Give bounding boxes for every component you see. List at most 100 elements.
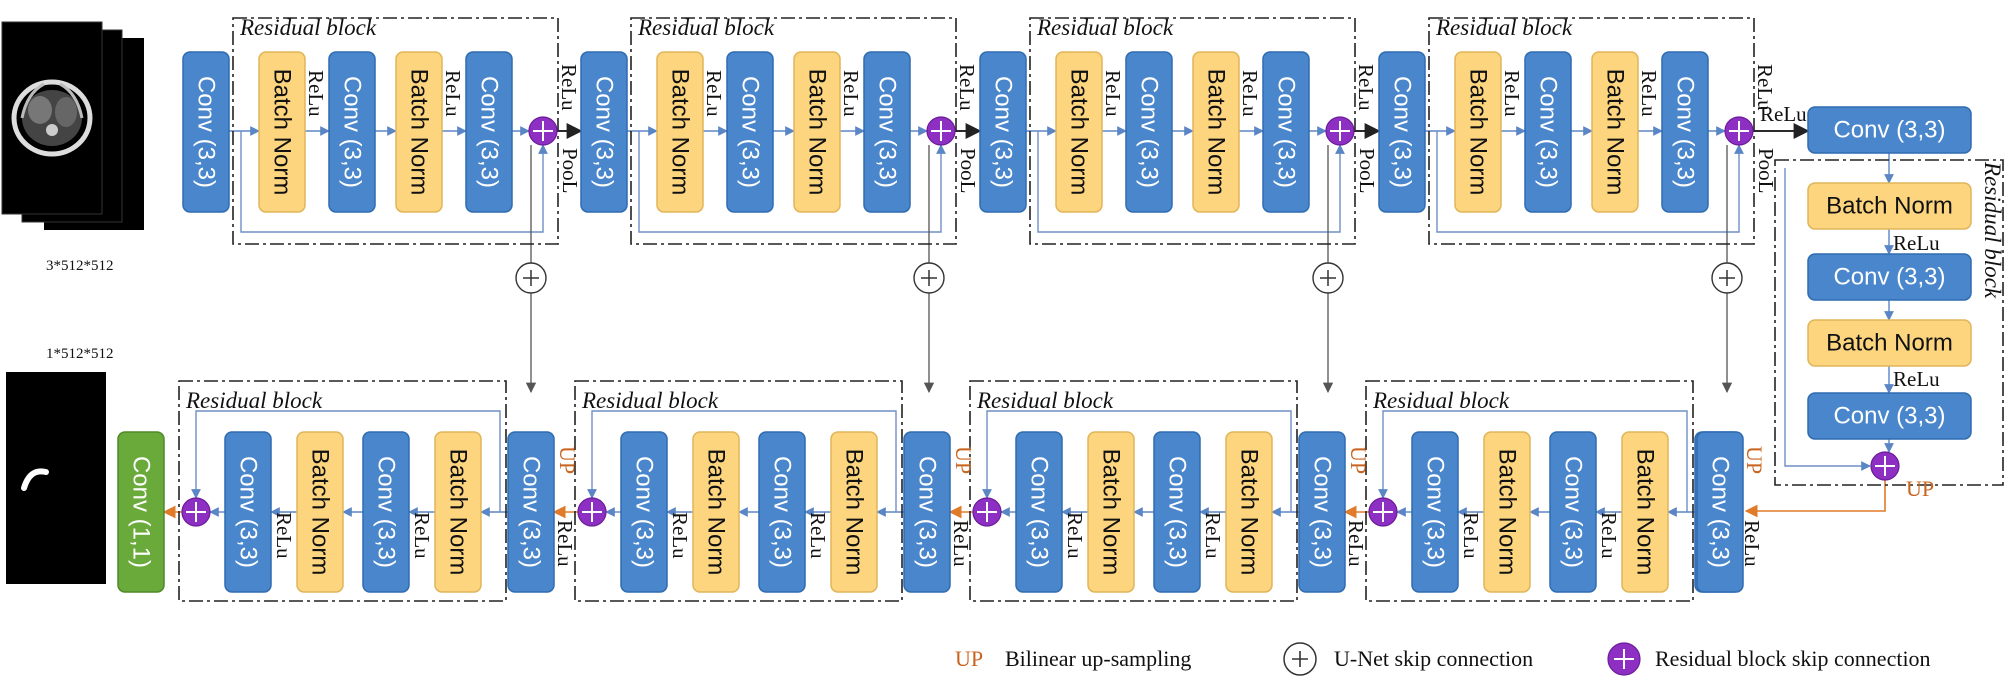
encoder-bn1-3-label: Batch Norm [1066, 69, 1093, 196]
encoder-residual-block-4 [1428, 17, 1755, 245]
decoder-bn-a-1-label: Batch Norm [307, 449, 334, 576]
decoder-skip-loop-1 [191, 410, 501, 512]
decoder-relu-in-2: ReLu [949, 520, 973, 567]
bottleneck-bn-2 [1807, 319, 1972, 367]
encoder-pool-1: PooL [558, 148, 582, 194]
bottleneck-bn-1-label: Batch Norm [1826, 193, 1953, 220]
decoder-conv-b-1 [362, 431, 410, 593]
encoder-bn1-1-label: Batch Norm [269, 69, 296, 196]
residual-block-frames [178, 17, 2004, 602]
bottleneck-conv-1-label: Conv (3,3) [1833, 264, 1945, 291]
encoder-relu-out-4: ReLu [1753, 64, 1777, 111]
bottleneck-residual-add-cross [1875, 456, 1895, 476]
encoder-residual-add-4-cross [1729, 121, 1749, 141]
decoder-conv-a-1-label: Conv (3,3) [235, 456, 262, 568]
encoder-conv1-4-label: Conv (3,3) [1535, 76, 1562, 188]
unet-skip-plus-2-cross [921, 270, 937, 286]
encoder-bn2-2 [793, 51, 841, 213]
encoder-conv-in-2-label: Conv (3,3) [591, 76, 618, 188]
encoder-skip-loop-3 [1037, 131, 1345, 233]
decoder-up-label-3: UP [1346, 446, 1371, 474]
encoder-residual-block-3-title: Residual block [1036, 15, 1174, 40]
decoder-bn-b-4 [1621, 431, 1669, 593]
decoder-skip-loop-2 [587, 410, 897, 512]
decoder-relu-in-4: ReLu [1740, 520, 1764, 567]
legend-residual-text: Residual block skip connection [1655, 646, 1931, 671]
encoder-conv2-3 [1262, 51, 1310, 213]
encoder-relu1-2: ReLu [702, 70, 726, 117]
encoder-conv2-4 [1661, 51, 1709, 213]
decoder-relu-a-3: ReLu [1063, 512, 1087, 559]
encoder-bn2-3 [1192, 51, 1240, 213]
encoder-conv-in-3 [979, 51, 1027, 213]
decoder-relu-a-1: ReLu [272, 512, 296, 559]
encoder-conv1-1 [328, 51, 376, 213]
encoder-residual-add-1-cross [533, 121, 553, 141]
encoder-conv-in-1 [182, 51, 230, 213]
encoder-bn2-1 [395, 51, 443, 213]
decoder-bn-a-3-label: Batch Norm [1098, 449, 1125, 576]
encoder-conv2-1 [465, 51, 513, 213]
decoder-bn-b-1 [434, 431, 482, 593]
decoder-bn-a-2 [692, 431, 740, 593]
decoder-bn-b-2 [830, 431, 878, 593]
encoder-bn2-2-label: Batch Norm [804, 69, 831, 196]
decoder-residual-block-4-title: Residual block [1372, 388, 1510, 413]
encoder-pool-3: PooL [1355, 148, 1379, 194]
bottleneck-relu-1: ReLu [1893, 231, 1940, 255]
unet-skip-plus-1-cross [523, 270, 539, 286]
decoder-residual-block-1 [178, 380, 507, 602]
encoder-conv2-2 [863, 51, 911, 213]
decoder-conv-in-2-label: Conv (3,3) [914, 456, 941, 568]
decoder-conv-a-3-label: Conv (3,3) [1026, 456, 1053, 568]
bottleneck-conv-0-label: Conv (3,3) [1833, 117, 1945, 144]
decoder-residual-block-2-title: Residual block [581, 388, 719, 413]
encoder-residual-block-3 [1029, 17, 1356, 245]
encoder-bn1-2 [656, 51, 704, 213]
decoder-bn-b-3 [1225, 431, 1273, 593]
encoder-bn1-4-label: Batch Norm [1465, 69, 1492, 196]
decoder-relu-in-3: ReLu [1344, 520, 1368, 567]
bottleneck-bn-2-label: Batch Norm [1826, 330, 1953, 357]
encoder-conv1-1-label: Conv (3,3) [339, 76, 366, 188]
decoder-conv-b-2 [758, 431, 806, 593]
unet-skip-plus-3-cross [1320, 270, 1336, 286]
bottleneck-residual-block-title: Residual block [1980, 161, 2005, 299]
decoder-first-conv [1696, 431, 1744, 593]
decoder-residual-block-2 [574, 380, 903, 602]
bottleneck-skip-loop [1784, 168, 1871, 471]
encoder-conv2-4-label: Conv (3,3) [1672, 76, 1699, 188]
final-conv-1x1-label: Conv (1,1) [128, 456, 155, 568]
decoder-bn-a-2-label: Batch Norm [703, 449, 730, 576]
final-conv-1x1 [117, 431, 165, 593]
decoder-residual-add-1-cross [186, 502, 206, 522]
encoder-conv1-4 [1524, 51, 1572, 213]
encoder-conv1-3-label: Conv (3,3) [1136, 76, 1163, 188]
decoder-bn-a-3 [1087, 431, 1135, 593]
bottleneck-conv-0 [1807, 106, 1972, 154]
decoder-residual-block-3 [969, 380, 1298, 602]
decoder-conv-b-3-label: Conv (3,3) [1164, 456, 1191, 568]
decoder-residual-block-3-title: Residual block [976, 388, 1114, 413]
bottleneck-relu-2: ReLu [1893, 367, 1940, 391]
encoder-bn1-2-label: Batch Norm [667, 69, 694, 196]
skip-symbols [181, 116, 1900, 527]
encoder-bn2-4 [1591, 51, 1639, 213]
decoder-residual-add-3-cross [977, 502, 997, 522]
decoder-conv-in-2 [903, 431, 951, 593]
encoder-conv1-2 [726, 51, 774, 213]
decoder-residual-add-2-cross [582, 502, 602, 522]
decoder-conv-in-1-label: Conv (3,3) [518, 456, 545, 568]
decoder-residual-block-1-title: Residual block [185, 388, 323, 413]
decoder-bn-a-1 [296, 431, 344, 593]
decoder-conv-a-3 [1015, 431, 1063, 593]
decoder-relu-a-2: ReLu [668, 512, 692, 559]
decoder-up-label-4: UP [1742, 446, 1767, 474]
encoder-residual-block-4-title: Residual block [1435, 15, 1573, 40]
output-size-label: 1*512*512 [46, 346, 114, 362]
encoder-relu-out-2: ReLu [955, 64, 979, 111]
decoder-bn-a-4 [1483, 431, 1531, 593]
